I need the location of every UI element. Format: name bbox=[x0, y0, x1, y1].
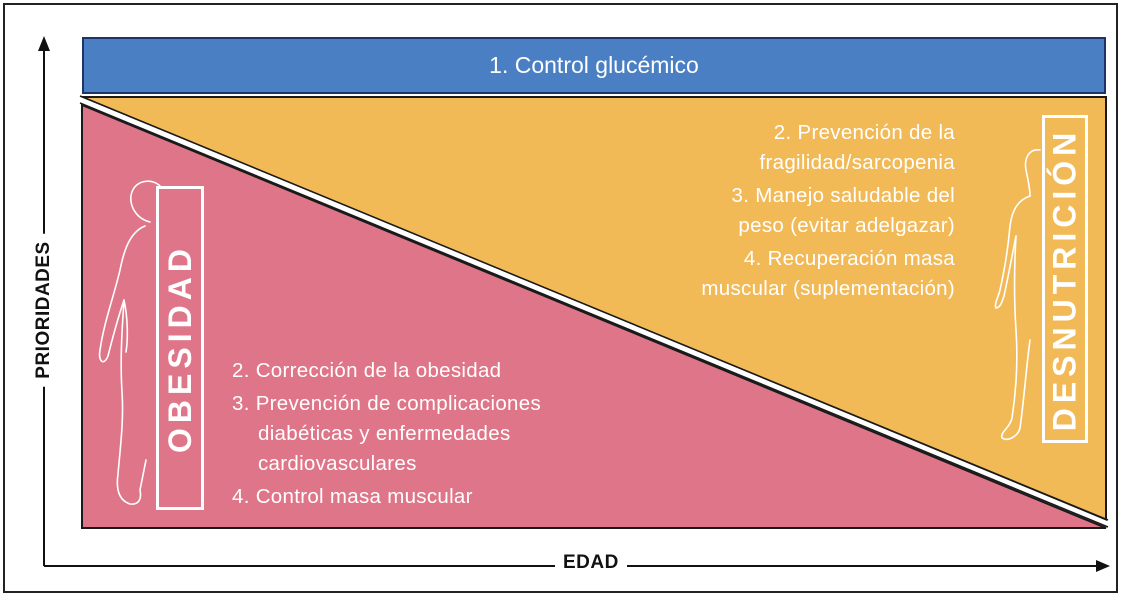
human-silhouette-thin-icon bbox=[994, 149, 1041, 441]
obesity-region bbox=[81, 103, 1107, 529]
list-item: 4. Control masa muscular bbox=[232, 485, 473, 508]
malnutrition-title-box: DESNUTRICIÓN bbox=[1042, 115, 1088, 443]
list-item: 2. Corrección de la obesidad bbox=[232, 359, 502, 382]
x-axis-arrow-icon bbox=[1096, 560, 1110, 572]
diagonal-divider bbox=[79, 96, 1109, 527]
y-axis-arrow-icon bbox=[38, 36, 50, 51]
glycemic-control-label: 1. Control glucémico bbox=[489, 52, 699, 78]
obesity-priority-list: 2. Corrección de la obesidad 3. Prevenci… bbox=[232, 356, 628, 515]
list-item: 3. Manejo saludable del peso (evitar ade… bbox=[731, 184, 955, 237]
list-item: 3. Prevención de complicaciones diabétic… bbox=[232, 392, 541, 475]
list-item: 2. Prevención de la fragilidad/sarcopeni… bbox=[759, 121, 955, 174]
malnutrition-priority-list: 2. Prevención de la fragilidad/sarcopeni… bbox=[685, 118, 955, 307]
x-axis-label: EDAD bbox=[555, 552, 627, 574]
human-silhouette-obese-icon bbox=[98, 180, 161, 505]
malnutrition-title: DESNUTRICIÓN bbox=[1046, 127, 1083, 431]
list-item: 4. Recuperación masa muscular (suplement… bbox=[701, 247, 955, 300]
obesity-title-box: OBESIDAD bbox=[156, 186, 204, 510]
y-axis-label: PRIORIDADES bbox=[33, 233, 55, 387]
obesity-title: OBESIDAD bbox=[161, 243, 198, 453]
glycemic-control-banner: 1. Control glucémico bbox=[82, 37, 1106, 94]
